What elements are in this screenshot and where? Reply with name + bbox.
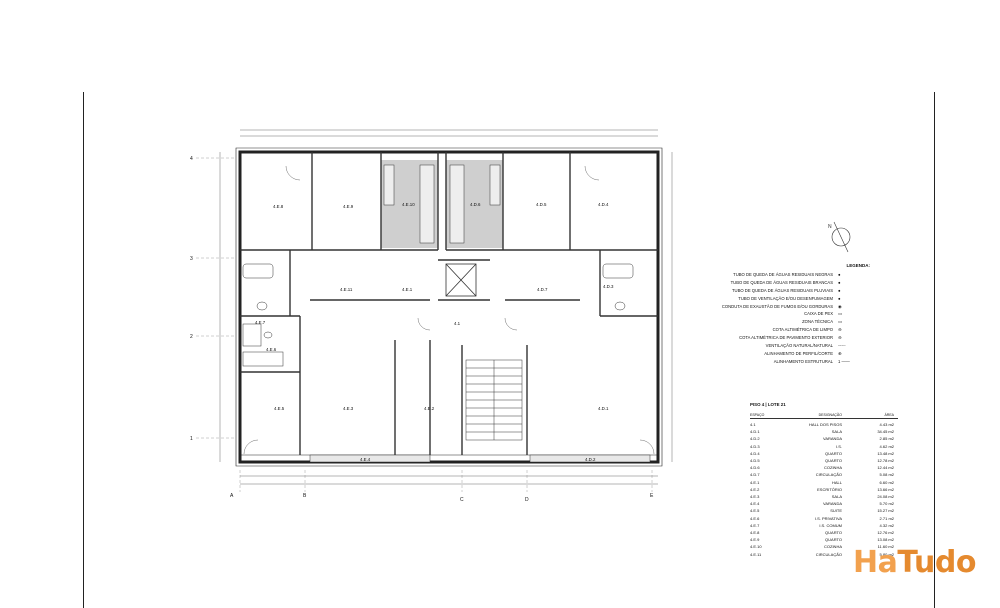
staircase [465, 359, 523, 441]
room-label: 4.D.1 [598, 406, 609, 411]
legend: LEGENDA: TUBO DE QUEDA DE ÁGUAS RESIDUAI… [700, 262, 870, 366]
grid-col-label: C [460, 497, 464, 503]
legend-item: TUBO DE QUEDA DE ÁGUAS RESIDUAIS BRANCAS… [730, 279, 841, 285]
grid-col-label: B [303, 493, 307, 499]
room-label: 4.E.4 [360, 457, 371, 462]
bathroom-fixtures [242, 263, 634, 367]
area-table-title: PISO 4 | LOTE 21 [750, 402, 786, 407]
logo-text-part1: Ha [853, 545, 898, 580]
drawing-sheet-border [83, 92, 935, 608]
legend-title: LEGENDA: [846, 263, 871, 268]
legend-item: TUBO DE VENTILAÇÃO E/OU DESENFUMAGEM● [738, 295, 841, 301]
legend-item: CAIXA DE PEX▭ [804, 311, 842, 317]
north-arrow-icon: N [828, 221, 851, 253]
room-label: 4.D.4 [598, 202, 609, 207]
room-label: 4.E.1 [402, 287, 413, 292]
legend-item: TUBO DE QUEDA DE ÁGUAS RESIDUAIS NEGRAS● [733, 271, 841, 277]
watermark-logo: HaTudo [853, 545, 976, 587]
structural-axes [196, 157, 653, 492]
room-label: 4.D.2 [585, 457, 596, 462]
grid-labels: 4 3 2 1 A B C D E [190, 156, 654, 503]
legend-item: CONDUTA DE EXAUSTÃO DE FUMOS E/OU GORDUR… [721, 303, 842, 309]
grid-col-label: A [230, 493, 234, 499]
grid-row-label: 4 [190, 156, 193, 162]
room-label: 4.E.10 [402, 202, 415, 207]
logo-text-part2: Tudo [897, 545, 976, 580]
grid-row-label: 1 [190, 436, 193, 442]
room-label: 4.E.5 [274, 406, 285, 411]
room-label: 4.D.7 [537, 287, 548, 292]
legend-item: COTA ALTIMÉTRICA DE PAVIMENTO EXTERIOR⊖ [739, 335, 842, 341]
room-label: 4.E.2 [424, 406, 435, 411]
grid-col-label: E [650, 493, 654, 499]
legend-item: TUBO DE QUEDA DE ÁGUAS RESIDUAIS PLUVIAI… [732, 287, 841, 293]
room-label: 4.D.5 [536, 202, 547, 207]
grid-col-label: D [525, 497, 529, 503]
dimension-lines [219, 129, 673, 485]
legend-item: VENTILAÇÃO NATURAL/NATURAL┈┈┈ [765, 343, 846, 349]
room-label: 4.E.9 [343, 204, 354, 209]
legend-item: ALINHAMENTO DE PERFIL/CORTE⊕ [764, 350, 842, 356]
room-labels: 4.E.8 4.E.9 4.E.10 4.D.6 4.D.5 4.D.4 4.E… [255, 202, 614, 462]
room-label: 4.E.7 [255, 320, 266, 325]
legend-item: ZONA TÉCNICA▭ [802, 319, 842, 325]
area-table: PISO 4 | LOTE 21 ESPAÇO DESIGNAÇÃO ÁREA … [750, 402, 898, 558]
room-label: 4.E.6 [266, 347, 277, 352]
elevator-shaft [445, 263, 477, 297]
area-table-header: ESPAÇO DESIGNAÇÃO ÁREA [750, 413, 898, 419]
interior-walls [240, 152, 658, 455]
grid-row-label: 3 [190, 256, 193, 262]
room-label: 4.1 [454, 321, 461, 326]
legend-item: COTA ALTIMÉTRICA DE LIMPO⊖ [772, 327, 842, 333]
svg-text:N: N [828, 224, 832, 230]
room-label: 4.E.3 [343, 406, 354, 411]
room-label: 4.D.3 [603, 284, 614, 289]
door-swings [243, 165, 655, 455]
kitchen-counters [383, 164, 501, 244]
room-label: 4.D.6 [470, 202, 481, 207]
room-label: 4.E.11 [340, 287, 353, 292]
grid-row-label: 2 [190, 334, 193, 340]
balconies [309, 454, 651, 463]
room-label: 4.E.8 [273, 204, 284, 209]
